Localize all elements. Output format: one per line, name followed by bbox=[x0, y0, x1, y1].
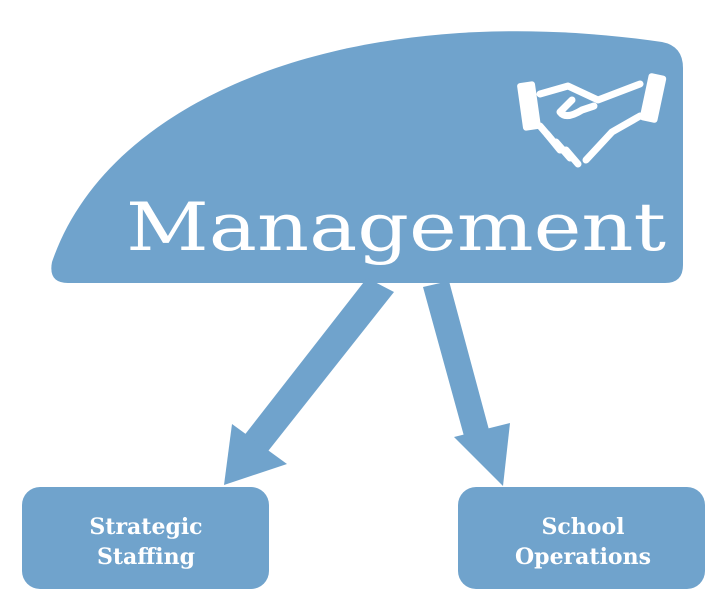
management-title: Management bbox=[126, 189, 666, 266]
handshake-icon bbox=[517, 73, 667, 168]
school-operations-label-line2: Operations bbox=[515, 544, 651, 570]
arrow-to-strategic-staffing bbox=[224, 278, 394, 485]
strategic-staffing-label-line2: Staffing bbox=[97, 544, 195, 570]
school-operations-box bbox=[458, 487, 705, 589]
school-operations-label-line1: School bbox=[542, 514, 625, 540]
arrow-to-school-operations bbox=[423, 281, 510, 486]
strategic-staffing-box bbox=[22, 487, 269, 589]
strategic-staffing-label-line1: Strategic bbox=[89, 514, 202, 540]
